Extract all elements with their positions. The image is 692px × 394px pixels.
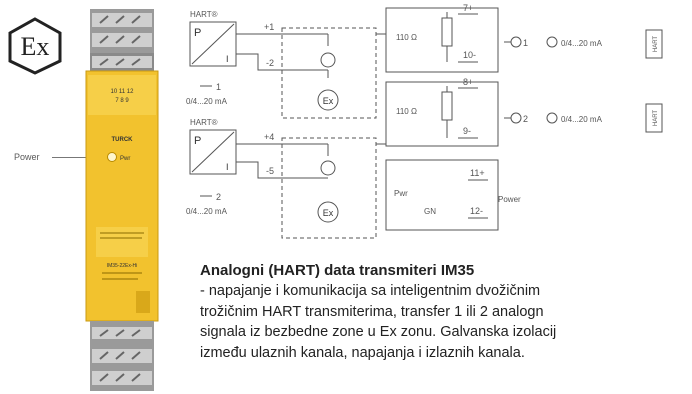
resistor-2-label: 110 Ω xyxy=(396,107,417,116)
terminal-9: 9- xyxy=(463,126,471,136)
p-letter-2: P xyxy=(194,135,201,147)
terminal-minus-2: -2 xyxy=(266,58,274,68)
brand-label: TURCK xyxy=(112,137,134,143)
out-range-1: 0/4...20 mA xyxy=(561,39,603,48)
description-line-3: signala iz bezbedne zone u Ex zonu. Galv… xyxy=(200,324,557,340)
hart-box-1: HART xyxy=(653,36,659,53)
hart-label-1: HART® xyxy=(190,10,218,19)
power-supply-label: Power xyxy=(498,195,521,204)
gn-label: GN xyxy=(424,207,436,216)
im35-device: 10 11 12 7 8 9 TURCK Pwr IM35-22Ex-Hi xyxy=(85,9,159,391)
ex-symbol-1: Ex xyxy=(323,96,334,106)
wiring-diagram: P I P I HART® HART® 1 0/4...20 mA 2 0/4.… xyxy=(186,3,663,239)
i-letter-2: I xyxy=(226,162,229,172)
description-line-4: između ulaznih kanala, napajanja i izlaz… xyxy=(200,344,525,361)
channel-1-label: 1 xyxy=(216,82,221,92)
i-letter-1: I xyxy=(226,54,229,64)
p-letter-1: P xyxy=(194,27,201,39)
hart-box-2: HART xyxy=(653,110,659,127)
description-line-1: - napajanje i komunikacija sa inteligent… xyxy=(200,283,541,299)
pwr-led-label: Pwr xyxy=(120,156,130,162)
out-channel-2: 2 xyxy=(523,114,528,124)
range-2-label: 0/4...20 mA xyxy=(186,207,228,216)
resistor-1-label: 110 Ω xyxy=(396,33,417,42)
terminal-minus-5: -5 xyxy=(266,166,274,176)
ex-symbol-2: Ex xyxy=(323,208,334,218)
terminal-12: 12- xyxy=(470,206,483,216)
power-callout-line xyxy=(52,157,98,158)
terminal-plus-4: +4 xyxy=(264,132,274,142)
out-channel-1: 1 xyxy=(523,38,528,48)
terminal-plus-1: +1 xyxy=(264,22,274,32)
out-range-2: 0/4...20 mA xyxy=(561,115,603,124)
terminal-10: 10- xyxy=(463,50,476,60)
pwr-label: Pwr xyxy=(394,189,408,198)
channel-2-label: 2 xyxy=(216,192,221,202)
ex-logo-text: Ex xyxy=(21,32,50,61)
terminal-8: 8+ xyxy=(463,77,473,87)
description-line-2: trožičnim HART transmiterima, transfer 1… xyxy=(200,303,544,320)
hart-label-2: HART® xyxy=(190,118,218,127)
terminal-numbers-top: 10 11 12 xyxy=(111,89,135,95)
section-title: Analogni (HART) data transmiteri IM35 xyxy=(200,262,475,279)
power-callout-label: Power xyxy=(14,152,40,162)
description-block: Analogni (HART) data transmiteri IM35 - … xyxy=(200,262,692,363)
ex-hexagon-logo: Ex xyxy=(8,17,62,75)
pwr-led xyxy=(107,152,117,162)
terminal-7: 7+ xyxy=(463,3,473,13)
terminal-11: 11+ xyxy=(470,168,485,178)
terminal-numbers-mid: 7 8 9 xyxy=(115,98,129,104)
model-label: IM35-22Ex-Hi xyxy=(107,263,138,269)
range-1-label: 0/4...20 mA xyxy=(186,97,228,106)
